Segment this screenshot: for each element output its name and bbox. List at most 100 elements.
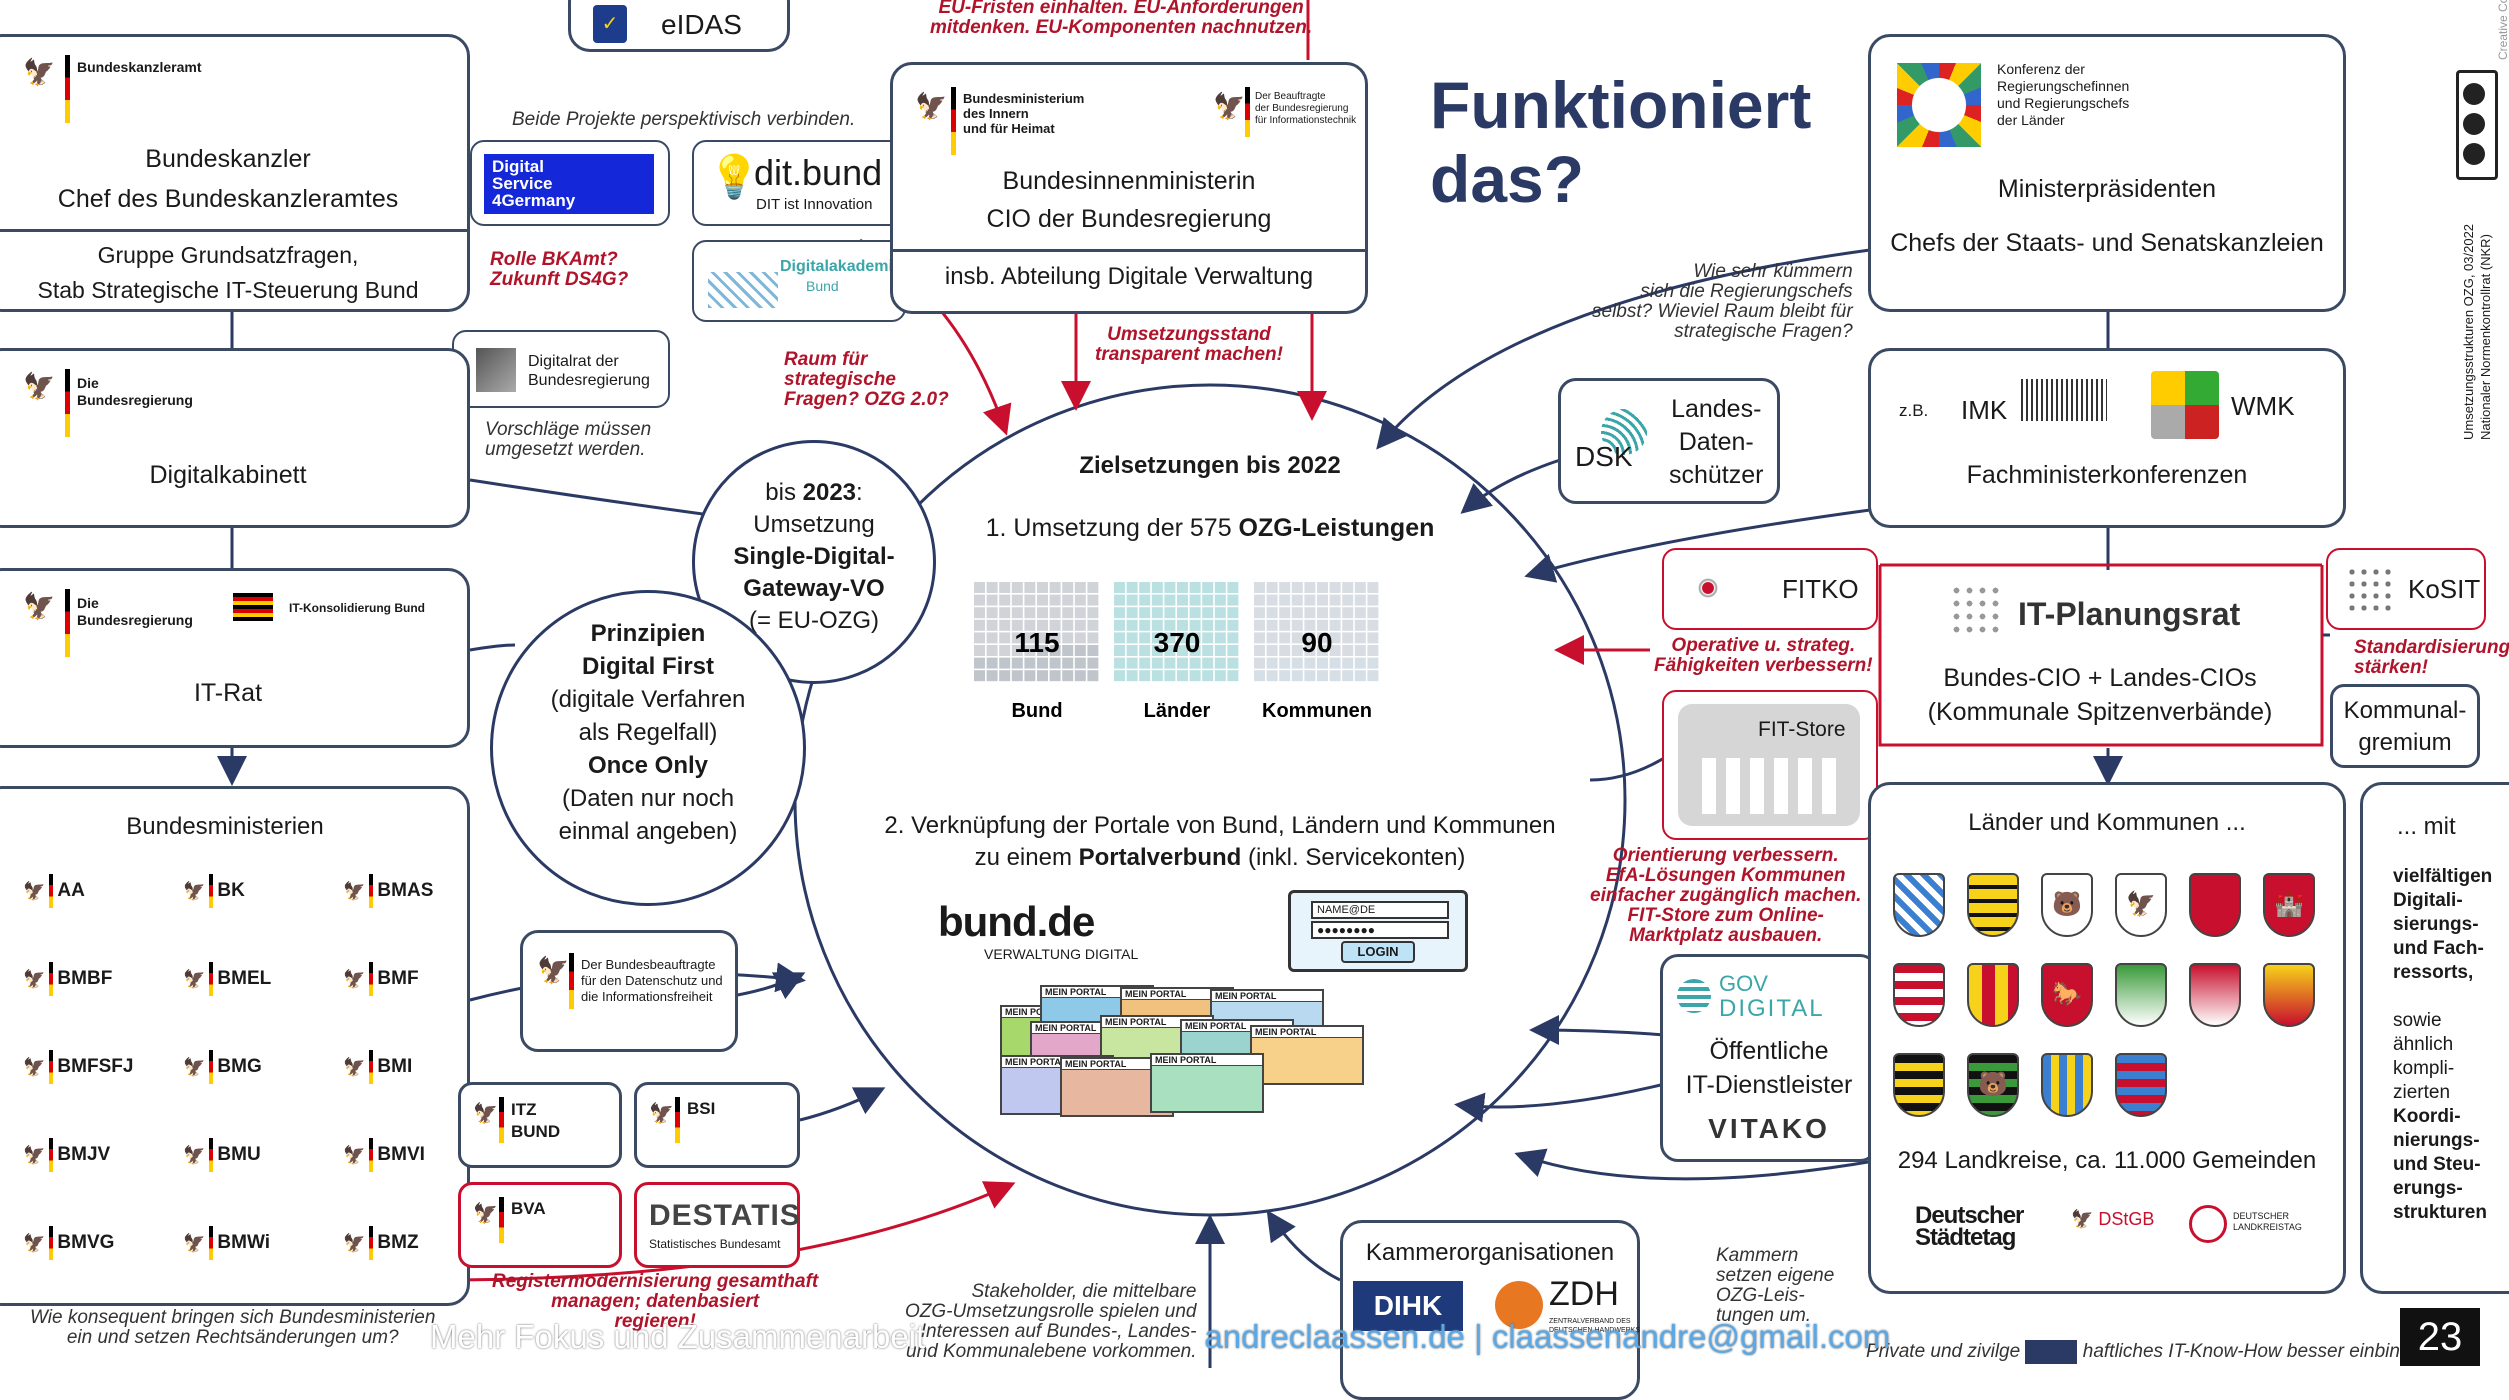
- bsi-box: 🦅 BSI: [634, 1082, 800, 1168]
- value-cell: [1024, 607, 1036, 619]
- eagle-icon: 🦅: [23, 1056, 46, 1077]
- value-cell: [1189, 645, 1201, 656]
- flag-bar: [49, 962, 54, 996]
- value-cell: [1189, 594, 1201, 606]
- value-cell: [1254, 619, 1265, 631]
- coat-of-arms-icon: [1893, 873, 1945, 937]
- fmk-box: z.B. IMK WMK Fachministerkonferenzen: [1868, 348, 2346, 528]
- value-cell: [1342, 619, 1354, 631]
- value-cell: [999, 632, 1011, 644]
- zdh-icon: [1495, 1281, 1543, 1329]
- eagle-icon: 🦅: [183, 1144, 206, 1165]
- value-cell: [1279, 607, 1291, 619]
- value-cell: [1227, 582, 1239, 593]
- value-cell: [1354, 670, 1366, 682]
- value-cell: [1087, 657, 1099, 669]
- login-name-field[interactable]: NAME@DE: [1311, 901, 1449, 919]
- imk-barcode-icon: [2021, 379, 2107, 421]
- login-password-field[interactable]: ●●●●●●●●: [1311, 921, 1449, 939]
- flag-bar: [49, 1138, 54, 1172]
- portal-window-title: MEIN PORTAL: [1032, 1023, 1142, 1034]
- value-cell: [1114, 607, 1125, 619]
- ministry-item: 🦅BMI: [343, 1050, 412, 1084]
- value-cell: [1177, 619, 1188, 631]
- value-cell: [1202, 632, 1214, 644]
- destatis-sub: Statistisches Bundesamt: [649, 1237, 781, 1251]
- login-button[interactable]: LOGIN: [1341, 941, 1415, 963]
- flag-bar: [49, 874, 54, 908]
- value-cell: [1254, 645, 1265, 656]
- footer-link-2[interactable]: claassenandre@gmail.com: [1491, 1318, 1891, 1355]
- itzbund-box: 🦅 ITZ BUND: [458, 1082, 622, 1168]
- value-cell: [1342, 645, 1354, 656]
- value-cell: [1011, 594, 1023, 606]
- laender-title: Länder und Kommunen ...: [1968, 809, 2246, 836]
- value-cell: [1087, 632, 1099, 644]
- dsk-label: Landes- Daten- schützer: [1669, 395, 1764, 489]
- eagle-icon: 🦅: [343, 1144, 366, 1165]
- value-cell: [1164, 619, 1176, 631]
- value-cell: [1062, 645, 1074, 656]
- coat-of-arms-icon: [2115, 963, 2167, 1027]
- red-fitko: Operative u. strateg. Fähigkeiten verbes…: [1654, 635, 1873, 676]
- bundde-sub: VERWALTUNG DIGITAL: [984, 946, 1139, 962]
- value-cell: [1354, 582, 1366, 593]
- value-cell: [1266, 657, 1278, 669]
- value-cell: [1329, 657, 1341, 669]
- eagle-icon: 🦅: [343, 968, 366, 989]
- ministry-label: BMJV: [57, 1144, 111, 1165]
- ziele-title: Zielsetzungen bis 2022: [1079, 452, 1341, 479]
- value-cell: [1139, 607, 1151, 619]
- value-cell: [1037, 632, 1048, 644]
- login-widget[interactable]: NAME@DE ●●●●●●●● LOGIN: [1288, 890, 1468, 972]
- coat-of-arms-icon: [1893, 1053, 1945, 1117]
- coat-of-arms-icon: [1967, 963, 2019, 1027]
- value-cell: [1214, 657, 1226, 669]
- value-cell: [1317, 670, 1328, 682]
- eagle-icon: 🦅: [1213, 91, 1246, 121]
- bar-value-label: 90: [1301, 627, 1332, 658]
- value-cell: [1291, 632, 1303, 644]
- value-cell: [1074, 670, 1086, 682]
- eu-note: EU-Fristen einhalten. EU-Anforderungen m…: [930, 0, 1313, 38]
- value-cell: [1202, 619, 1214, 631]
- value-cell: [1266, 619, 1278, 631]
- fmk-imk: IMK: [1961, 395, 2008, 425]
- value-cell: [986, 619, 998, 631]
- coat-of-arms-icon: [2189, 963, 2241, 1027]
- ministry-item: 🦅AA: [23, 874, 85, 908]
- bva-box: 🦅 BVA: [458, 1182, 622, 1268]
- bmi-box: 🦅 Bundesministerium des Innern und für H…: [890, 62, 1368, 314]
- coat-of-arms-icon: 🐻: [1967, 1053, 2019, 1117]
- value-cell: [1291, 594, 1303, 606]
- bmi-line1: Bundesinnenministerin: [1002, 167, 1256, 195]
- eidas-label: eIDAS: [661, 9, 742, 40]
- value-cell: [1126, 607, 1138, 619]
- value-cell: [1024, 645, 1036, 656]
- value-cell: [1342, 657, 1354, 669]
- value-cell: [1329, 670, 1341, 682]
- value-cell: [1126, 619, 1138, 631]
- value-cell: [1304, 607, 1316, 619]
- dienstleister-line1: Öffentliche: [1709, 1037, 1829, 1065]
- ministry-label: BMU: [217, 1144, 261, 1165]
- title-line1: Funktioniert: [1430, 68, 1812, 142]
- value-cell: [1189, 607, 1201, 619]
- value-cell: [1139, 594, 1151, 606]
- value-cell: [1114, 645, 1125, 656]
- it-dienstleister-box: GOV DIGITAL Öffentliche IT-Dienstleister…: [1660, 954, 1878, 1162]
- eagle-icon: 🦅: [23, 1144, 46, 1165]
- red-umsetzung: Umsetzungsstand transparent machen!: [1095, 324, 1283, 365]
- flag-bar: [209, 874, 214, 908]
- mit-line: ähnlich: [2393, 1034, 2454, 1055]
- value-cell: [986, 670, 998, 682]
- value-cell: [1214, 632, 1226, 644]
- value-cell: [1177, 632, 1188, 644]
- red-register: Registermodernisierung gesamthaft manage…: [492, 1271, 819, 1332]
- fmk-wmk: WMK: [2231, 391, 2295, 421]
- coat-of-arms-icon: [2189, 873, 2241, 937]
- eu-flag-icon: ✓: [593, 5, 627, 43]
- footer-link-1[interactable]: andreclaassen.de: [1204, 1318, 1465, 1355]
